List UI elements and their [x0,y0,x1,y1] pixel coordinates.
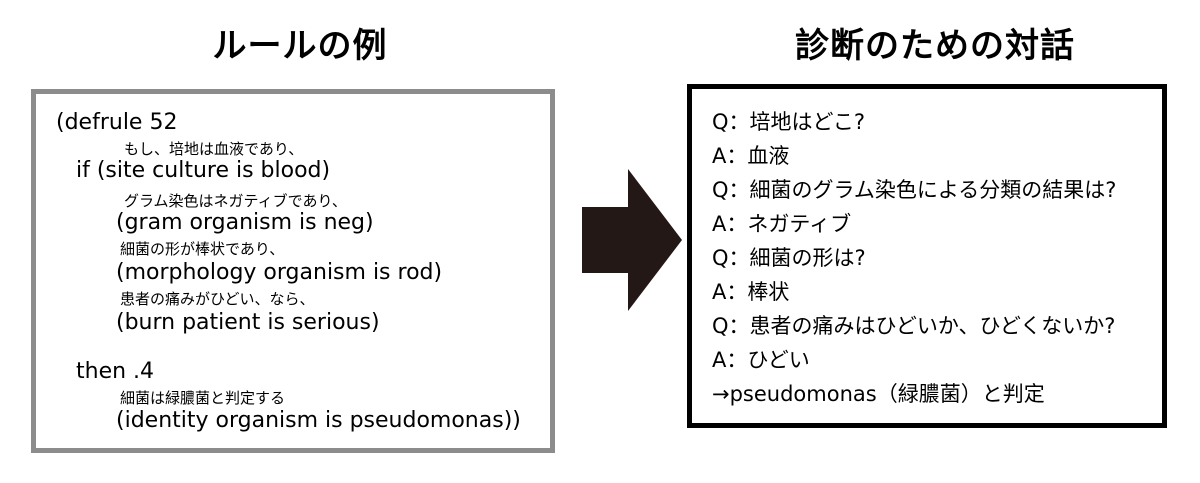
rule-comment-line: グラム染色はネガティブであり、 [124,192,347,210]
rule-conclusion-line: (identity organism is pseudomonas)) [116,408,521,433]
rule-comment-line: 細菌の形が棒状であり、 [120,240,285,258]
rule-condition-line: (burn patient is serious) [116,310,380,335]
rule-condition-line: (gram organism is neg) [116,210,374,235]
rule-example-box: (defrule 52 もし、培地は血液であり、 if (site cultur… [31,89,555,453]
dialog-answer: A：ネガティブ [712,212,852,236]
rule-example-title: ルールの例 [212,26,388,66]
dialog-question: Q：培地はどこ? [712,110,866,134]
rule-conclusion-line: then .4 [76,359,155,384]
dialog-answer: A：棒状 [712,280,790,304]
right-arrow-icon [582,169,682,311]
diagnosis-dialog-box: Q：培地はどこ? A：血液 Q：細菌のグラム染色による分類の結果は? A：ネガテ… [687,84,1167,428]
rule-header: (defrule 52 [56,110,178,135]
diagnosis-dialog-title: 診断のための対話 [795,26,1075,66]
dialog-answer: A：ひどい [712,348,810,372]
dialog-answer: A：血液 [712,144,790,168]
dialog-question: Q：細菌の形は? [712,246,866,270]
rule-comment-line: 細菌は緑膿菌と判定する [120,389,286,407]
rule-comment-line: もし、培地は血液であり、 [124,140,304,158]
rule-condition-line: if (site culture is blood) [76,158,331,183]
dialog-question: Q：細菌のグラム染色による分類の結果は? [712,178,1117,202]
rule-condition-line: (morphology organism is rod) [116,260,443,285]
dialog-question: Q：患者の痛みはひどいか、ひどくないか? [712,314,1116,338]
rule-comment-line: 患者の痛みがひどい、なら、 [120,290,315,308]
dialog-conclusion: →pseudomonas（緑膿菌）と判定 [712,382,1045,406]
